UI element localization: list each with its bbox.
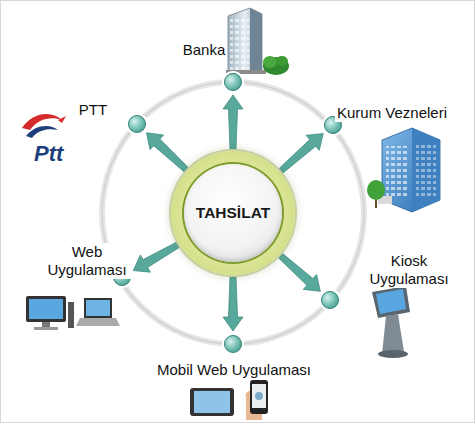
channel-dot: Kiosk Uygulaması — [321, 291, 339, 309]
channel-label: PTT — [77, 101, 109, 119]
channel-label: Mobil Web Uygulaması — [155, 361, 313, 379]
mobile-devices-icon — [190, 380, 268, 420]
channel-dot: Mobil Web Uygulaması — [224, 335, 242, 353]
center-title: TAHSİLAT — [171, 204, 295, 222]
channel-dot: Banka — [224, 73, 242, 91]
bank-icon — [226, 8, 289, 75]
arrow-connector — [279, 254, 321, 292]
channel-label: Kurum Vezneleri — [335, 104, 449, 122]
institution-building-icon — [367, 128, 440, 212]
channel-label: Kiosk Uygulaması — [361, 252, 457, 288]
ptt-logo-bird — [22, 114, 66, 138]
outer-ring-line — [102, 82, 364, 344]
ptt-logo-text: Ptt — [34, 142, 63, 166]
arrow-connector — [147, 133, 189, 172]
channel-dot: Kurum Vezneleri — [324, 116, 342, 134]
outer-ring — [102, 82, 364, 344]
channel-label: Web Uygulaması — [43, 243, 131, 279]
kiosk-icon — [372, 286, 410, 358]
center-circle: TAHSİLAT — [171, 151, 295, 275]
arrow-connector — [279, 134, 323, 173]
channel-dot: PTT — [128, 115, 146, 133]
channel-dot: Web Uygulaması — [113, 268, 131, 286]
arrow-connector — [133, 242, 179, 272]
computers-icon — [26, 296, 120, 330]
arrow-connector — [223, 95, 243, 149]
channel-label: Banka — [181, 41, 228, 59]
arrow-connector — [223, 277, 243, 331]
